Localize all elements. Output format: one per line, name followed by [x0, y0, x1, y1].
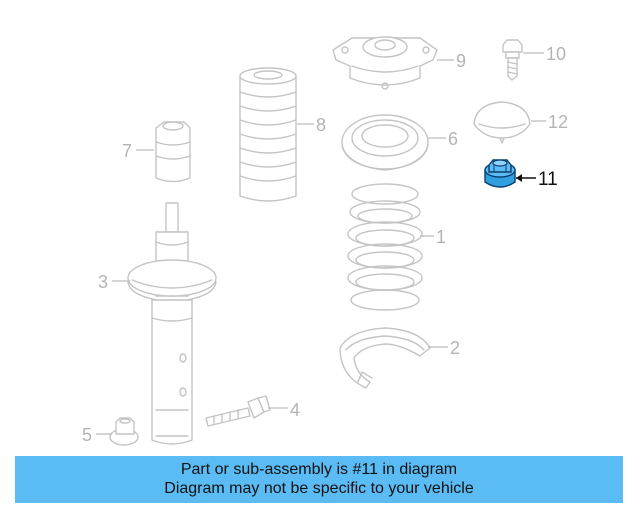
part-4-bolt[interactable] [205, 395, 271, 427]
callout-2: 2 [428, 338, 460, 358]
callout-9: 9 [437, 51, 466, 71]
callout-8-label: 8 [316, 115, 326, 135]
part-11-nut[interactable] [484, 159, 516, 188]
callout-7-label: 7 [122, 141, 132, 161]
callout-9-label: 9 [456, 51, 466, 71]
callout-12-label: 12 [548, 112, 568, 132]
part-2-spring-isolator[interactable] [339, 327, 431, 389]
part-8-dust-boot[interactable] [239, 67, 297, 202]
part-9-strut-mount[interactable] [332, 36, 438, 90]
callout-6: 6 [428, 129, 458, 149]
callout-5-label: 5 [82, 425, 92, 445]
callout-8: 8 [297, 115, 326, 135]
callout-1-label: 1 [436, 227, 446, 247]
callout-6-label: 6 [448, 129, 458, 149]
part-7-bump-stop[interactable] [155, 121, 191, 183]
callout-1: 1 [420, 227, 446, 247]
callout-2-label: 2 [450, 338, 460, 358]
callout-5: 5 [82, 425, 112, 445]
callout-12: 12 [531, 112, 568, 132]
part-1-coil-spring[interactable] [347, 183, 423, 311]
part-3-strut[interactable] [127, 202, 217, 445]
part-5-nut[interactable] [109, 417, 139, 446]
part-6-spring-seat[interactable] [341, 114, 429, 171]
callout-11: 11 [516, 169, 558, 190]
callout-10: 10 [523, 44, 566, 64]
callout-7: 7 [122, 141, 154, 161]
callout-3-label: 3 [98, 272, 108, 292]
diagram-notice-banner: Part or sub-assembly is #11 in diagram D… [15, 456, 623, 503]
notice-disclaimer-line: Diagram may not be specific to your vehi… [164, 480, 474, 497]
callout-3: 3 [98, 272, 130, 292]
callout-10-label: 10 [546, 44, 566, 64]
callout-4-label: 4 [290, 400, 300, 420]
callout-4: 4 [268, 400, 300, 420]
notice-part-line: Part or sub-assembly is #11 in diagram [180, 461, 458, 478]
part-12-cap[interactable] [473, 101, 531, 144]
callout-11-label: 11 [538, 169, 558, 190]
part-10-bolt[interactable] [502, 39, 523, 81]
